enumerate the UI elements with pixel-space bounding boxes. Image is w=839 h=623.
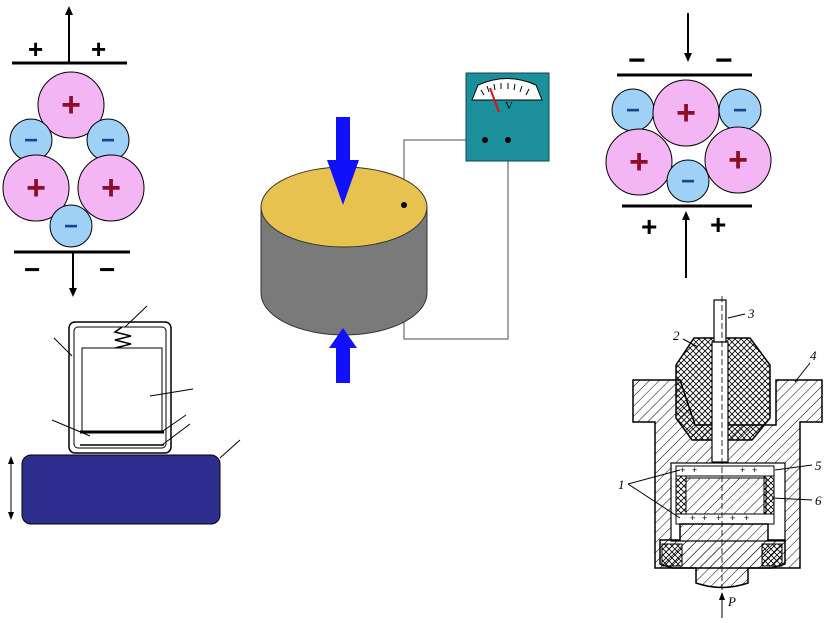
top-plate-sign: − — [628, 44, 646, 77]
ion-positive: + — [605, 128, 673, 196]
force-label-p: P — [727, 594, 736, 609]
ion-positive: + — [704, 126, 772, 194]
force-arrow-icon — [719, 592, 725, 600]
bottom-plate-sign: + — [641, 211, 657, 242]
label-5: 5 — [815, 458, 822, 473]
svg-text:−: − — [24, 127, 38, 154]
svg-text:−: − — [681, 168, 695, 195]
svg-text:+: + — [692, 465, 697, 475]
accelerometer-sketch — [8, 305, 241, 525]
ion-negative: − — [718, 88, 762, 132]
voltmeter: V — [465, 72, 550, 162]
svg-text:−: − — [101, 127, 115, 154]
arrow-down-icon — [69, 253, 77, 297]
svg-text:+: + — [690, 513, 695, 523]
svg-text:+: + — [752, 465, 757, 475]
label-6: 6 — [815, 493, 822, 508]
svg-text:+: + — [744, 513, 749, 523]
svg-text:+: + — [680, 465, 685, 475]
crystal-cylinder — [260, 166, 428, 336]
voltmeter-needle-icon — [489, 87, 500, 113]
arrow-up-icon — [682, 211, 690, 278]
svg-text:+: + — [728, 141, 748, 179]
vibration-arrow-icon — [8, 456, 14, 520]
svg-text:+: + — [61, 86, 81, 124]
force-arrow-icon — [329, 328, 357, 383]
pressure-sensor-section: + + + + + + + + + 1 2 3 4 5 6 P — [618, 296, 823, 618]
ion-negative: − — [49, 204, 93, 248]
bottom-plate-sign: − — [99, 254, 115, 285]
svg-text:−: − — [64, 213, 78, 240]
top-plate-sign: + — [28, 34, 43, 64]
ion-negative: − — [666, 159, 710, 203]
left-ion-lattice: + + + − − + + − − − — [2, 6, 145, 297]
svg-text:+: + — [702, 513, 707, 523]
wire — [403, 140, 509, 340]
label-1: 1 — [618, 477, 625, 492]
arrow-down-icon — [684, 13, 692, 62]
ion-positive: + — [652, 79, 720, 147]
piezo-crystal-circuit: V — [260, 72, 550, 383]
svg-text:+: + — [26, 169, 46, 207]
spring-icon — [113, 326, 132, 349]
svg-text:+: + — [629, 143, 649, 181]
force-arrow-icon — [327, 117, 359, 205]
ion-positive: + — [2, 154, 70, 222]
ion-negative: − — [9, 118, 53, 162]
svg-text:+: + — [101, 169, 121, 207]
svg-text:+: + — [716, 513, 721, 523]
ion-positive: + — [77, 154, 145, 222]
top-plate-sign: + — [91, 34, 106, 64]
arrow-up-icon — [65, 6, 73, 62]
svg-text:−: − — [733, 97, 747, 124]
bottom-plate-sign: − — [24, 254, 40, 285]
ion-positive: + — [37, 71, 105, 139]
bottom-plate-sign: + — [710, 209, 726, 240]
svg-text:−: − — [626, 97, 640, 124]
svg-text:+: + — [740, 465, 745, 475]
svg-text:+: + — [676, 94, 696, 132]
plate-charges: + + + + + + + + + — [680, 465, 757, 523]
ion-negative: − — [611, 88, 655, 132]
top-plate-sign: − — [715, 44, 733, 77]
label-3: 3 — [747, 306, 755, 321]
base-mass-block — [21, 454, 221, 525]
right-ion-lattice: − − − + − + − + + + — [605, 13, 772, 278]
svg-text:+: + — [730, 513, 735, 523]
label-4: 4 — [810, 348, 817, 363]
voltmeter-unit-label: V — [505, 100, 513, 112]
label-2: 2 — [673, 328, 680, 343]
